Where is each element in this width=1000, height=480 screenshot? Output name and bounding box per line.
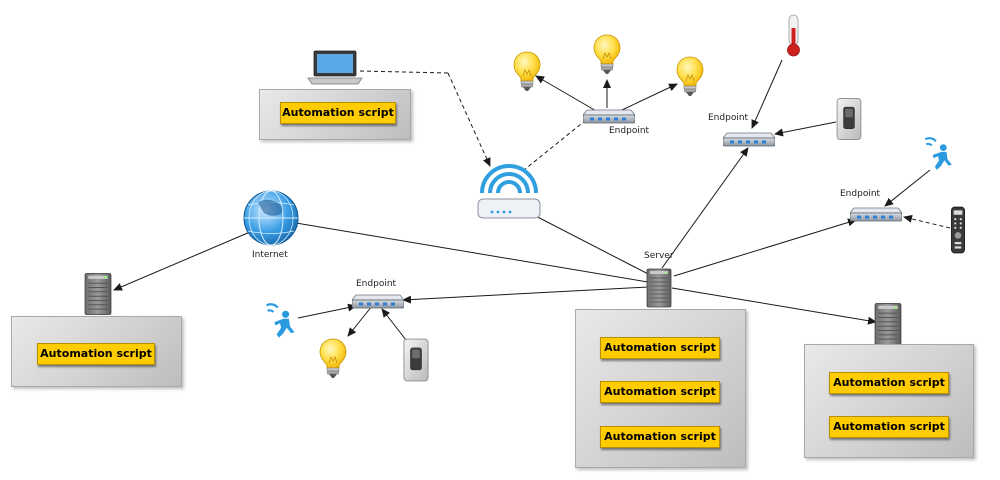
automation-script-button[interactable]: Automation script bbox=[829, 372, 949, 394]
endpoint-label-left: Endpoint bbox=[356, 279, 397, 289]
automation-script-button[interactable]: Automation script bbox=[829, 416, 949, 438]
network-hub-icon bbox=[352, 294, 404, 309]
link-internet-to-left-server bbox=[113, 231, 251, 291]
link-server-to-router bbox=[523, 209, 653, 277]
automation-script-button[interactable]: Automation script bbox=[600, 381, 720, 403]
link-endpoint-left-to-bulb bbox=[347, 305, 373, 337]
automation-script-button[interactable]: Automation script bbox=[37, 343, 155, 365]
laptop-icon bbox=[307, 50, 363, 85]
link-remote-to-endpoint-right bbox=[903, 214, 951, 229]
internet-globe-icon bbox=[243, 190, 299, 246]
link-server-to-endpoint-right bbox=[673, 218, 857, 277]
link-endpoint-top-to-bulb-3 bbox=[621, 83, 678, 111]
link-router-to-endpoint-top bbox=[523, 111, 595, 171]
endpoint-label-top: Endpoint bbox=[609, 126, 650, 136]
automation-script-button[interactable]: Automation script bbox=[600, 426, 720, 448]
remote-control-icon bbox=[950, 206, 966, 254]
right-server-panel: Automation script Automation script bbox=[804, 344, 974, 458]
light-bulb-icon bbox=[676, 56, 704, 97]
light-bulb-icon bbox=[593, 34, 621, 75]
link-server-to-endpoint-left bbox=[402, 286, 649, 304]
server-tower-icon bbox=[874, 302, 902, 346]
endpoint-label-right-top: Endpoint bbox=[708, 113, 749, 123]
server-label: Server bbox=[644, 251, 674, 261]
left-server-panel: Automation script bbox=[11, 316, 182, 387]
link-server-to-internet bbox=[289, 219, 649, 283]
server-tower-icon bbox=[646, 268, 672, 308]
motion-sensor-icon bbox=[924, 137, 953, 171]
endpoint-label-right: Endpoint bbox=[840, 189, 881, 199]
link-laptop-to-router bbox=[359, 70, 449, 74]
link-motion-to-endpoint-left bbox=[297, 303, 357, 319]
link-switch-to-endpoint-left bbox=[381, 308, 407, 341]
connection-lines bbox=[113, 59, 951, 341]
wifi-router-icon bbox=[477, 164, 541, 219]
wall-switch-icon bbox=[403, 338, 429, 382]
laptop-panel: Automation script bbox=[259, 89, 411, 140]
link-server-to-right-server bbox=[671, 287, 877, 325]
network-hub-icon bbox=[850, 207, 902, 222]
link-thermometer-to-endpoint bbox=[751, 59, 783, 129]
motion-sensor-icon bbox=[265, 303, 296, 339]
network-hub-icon bbox=[583, 109, 635, 124]
center-server-panel: Automation script Automation script Auto… bbox=[575, 309, 746, 468]
link-server-to-endpoint-right-top bbox=[661, 147, 749, 269]
server-tower-icon bbox=[84, 272, 112, 316]
wall-switch-icon bbox=[836, 97, 862, 141]
link-endpoint-top-to-bulb-1 bbox=[535, 75, 599, 113]
link-motion-to-endpoint-right bbox=[884, 169, 931, 207]
light-bulb-icon bbox=[513, 51, 541, 92]
link-laptop-to-router-drop bbox=[447, 72, 491, 167]
network-hub-icon bbox=[723, 132, 775, 147]
thermometer-icon bbox=[787, 14, 800, 57]
light-bulb-icon bbox=[319, 338, 347, 379]
internet-label: Internet bbox=[252, 250, 288, 260]
link-switch-to-endpoint bbox=[774, 121, 837, 137]
automation-script-button[interactable]: Automation script bbox=[600, 337, 720, 359]
automation-script-button[interactable]: Automation script bbox=[280, 102, 396, 124]
